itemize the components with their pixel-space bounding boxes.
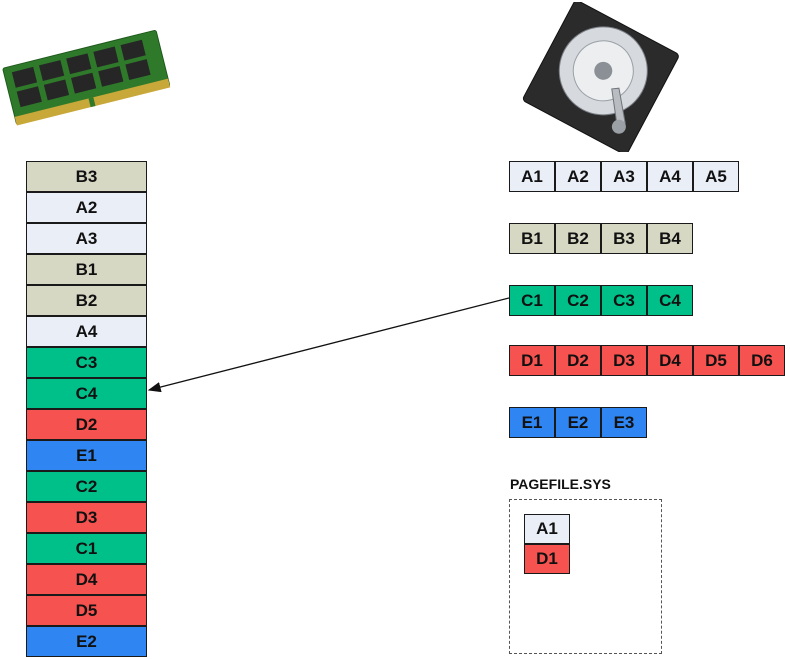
ram-block-A4: A4 bbox=[26, 316, 147, 347]
disk-block-B4: B4 bbox=[647, 223, 693, 254]
disk-block-D5: D5 bbox=[693, 345, 739, 376]
disk-block-A5: A5 bbox=[693, 161, 739, 192]
ram-block-C4: C4 bbox=[26, 378, 147, 409]
ram-block-D5: D5 bbox=[26, 595, 147, 626]
disk-block-B3: B3 bbox=[601, 223, 647, 254]
arrow-line bbox=[147, 297, 510, 393]
disk-block-C3: C3 bbox=[601, 285, 647, 316]
disk-block-B1: B1 bbox=[509, 223, 555, 254]
ram-block-C3: C3 bbox=[26, 347, 147, 378]
ram-block-A2: A2 bbox=[26, 192, 147, 223]
disk-block-D4: D4 bbox=[647, 345, 693, 376]
disk-block-A4: A4 bbox=[647, 161, 693, 192]
ram-block-E2: E2 bbox=[26, 626, 147, 657]
pagefile-box bbox=[509, 499, 662, 654]
disk-block-B2: B2 bbox=[555, 223, 601, 254]
disk-block-E1: E1 bbox=[509, 407, 555, 438]
ram-block-B1: B1 bbox=[26, 254, 147, 285]
disk-block-D6: D6 bbox=[739, 345, 785, 376]
disk-block-D2: D2 bbox=[555, 345, 601, 376]
disk-block-A2: A2 bbox=[555, 161, 601, 192]
pagefile-block-A1: A1 bbox=[524, 514, 570, 544]
ram-block-E1: E1 bbox=[26, 440, 147, 471]
pagefile-title: PAGEFILE.SYS bbox=[510, 476, 611, 492]
disk-block-D3: D3 bbox=[601, 345, 647, 376]
ram-module-icon bbox=[2, 30, 171, 126]
disk-block-D1: D1 bbox=[509, 345, 555, 376]
ram-block-D3: D3 bbox=[26, 502, 147, 533]
ram-block-B3: B3 bbox=[26, 161, 147, 192]
disk-block-E2: E2 bbox=[555, 407, 601, 438]
disk-block-A1: A1 bbox=[509, 161, 555, 192]
hard-drive-icon bbox=[522, 2, 679, 152]
disk-block-C4: C4 bbox=[647, 285, 693, 316]
ram-block-A3: A3 bbox=[26, 223, 147, 254]
pagefile-block-D1: D1 bbox=[524, 544, 570, 574]
ram-block-B2: B2 bbox=[26, 285, 147, 316]
ram-block-D4: D4 bbox=[26, 564, 147, 595]
ram-block-D2: D2 bbox=[26, 409, 147, 440]
disk-block-A3: A3 bbox=[601, 161, 647, 192]
disk-block-E3: E3 bbox=[601, 407, 647, 438]
ram-block-C1: C1 bbox=[26, 533, 147, 564]
disk-block-C2: C2 bbox=[555, 285, 601, 316]
ram-block-C2: C2 bbox=[26, 471, 147, 502]
disk-block-C1: C1 bbox=[509, 285, 555, 316]
